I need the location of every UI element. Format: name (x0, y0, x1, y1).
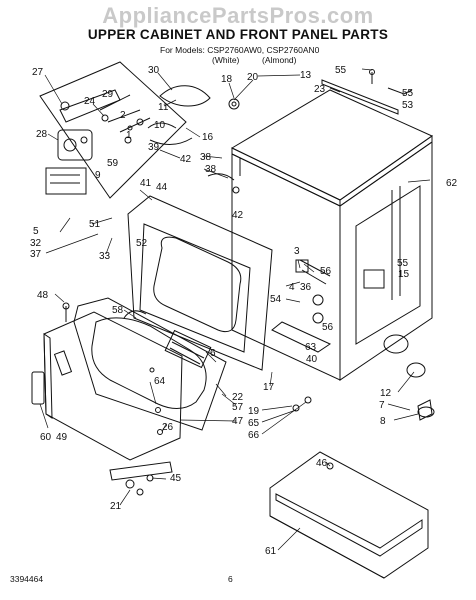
part-label-53: 53 (402, 100, 414, 111)
part-label-10: 10 (154, 120, 166, 131)
part-label-36: 36 (300, 282, 312, 293)
part-label-15: 15 (398, 269, 410, 280)
part-label-49: 49 (56, 432, 68, 443)
leader-lines (39, 68, 431, 551)
part-label-37: 37 (30, 249, 42, 260)
part-label-6: 6 (210, 348, 216, 359)
part-label-46: 46 (316, 458, 328, 469)
part-label-38: 38 (205, 164, 217, 175)
part-label-45: 45 (170, 473, 182, 484)
part-label-2: 2 (120, 110, 126, 121)
part-label-48: 48 (37, 290, 49, 301)
part-label-55: 55 (397, 258, 409, 269)
part-label-29: 29 (102, 89, 114, 100)
part-label-22: 22 (232, 392, 244, 403)
rear-strip (321, 69, 413, 115)
part-label-38: 38 (200, 152, 212, 163)
part-label-13: 13 (300, 70, 312, 81)
part-label-55: 55 (402, 88, 414, 99)
part-label-17: 17 (263, 382, 275, 393)
part-label-61: 61 (265, 546, 277, 557)
cabinet (207, 141, 433, 381)
part-label-41: 41 (140, 178, 152, 189)
part-label-64: 64 (154, 376, 166, 387)
part-label-66: 66 (248, 430, 260, 441)
part-label-59: 59 (107, 158, 119, 169)
part-label-24: 24 (84, 96, 96, 107)
part-label-32: 32 (30, 238, 42, 249)
part-label-16: 16 (202, 132, 214, 143)
part-labels: 27 30 18 20 13 55 55 53 23 11 24 29 28 2… (30, 65, 458, 557)
part-label-54: 54 (270, 294, 282, 305)
part-label-30: 30 (148, 65, 160, 76)
part-label-7: 7 (379, 400, 385, 411)
part-label-5: 5 (33, 226, 39, 237)
part-label-56: 56 (320, 266, 332, 277)
part-label-33: 33 (99, 251, 111, 262)
part-label-11: 11 (158, 102, 169, 113)
part-label-3: 3 (294, 246, 300, 257)
part-label-42: 42 (180, 154, 192, 165)
part-label-65: 65 (248, 418, 260, 429)
part-label-58: 58 (112, 305, 124, 316)
models-line: For Models: CSP2760AW0, CSP2760AN0 (160, 45, 320, 55)
control-panel-assembly (39, 61, 187, 199)
part-label-21: 21 (110, 501, 122, 512)
part-label-12: 12 (380, 388, 392, 399)
part-label-47: 47 (232, 416, 244, 427)
part-label-40: 40 (306, 354, 318, 365)
part-label-60: 60 (40, 432, 52, 443)
part-label-4: 4 (289, 282, 295, 293)
part-label-62: 62 (446, 178, 458, 189)
part-label-23: 23 (314, 84, 326, 95)
part-label-51: 51 (89, 219, 101, 230)
color-white-label: (White) (212, 55, 240, 65)
page-number: 6 (228, 574, 233, 584)
part-label-8: 8 (380, 416, 386, 427)
part-label-1: 1 (126, 130, 132, 141)
part-label-18: 18 (221, 74, 233, 85)
diagram-title: UPPER CABINET AND FRONT PANEL PARTS (87, 27, 389, 42)
part-label-20: 20 (247, 72, 259, 83)
watermark: AppliancePartsPros.com (102, 3, 374, 28)
color-almond-label: (Almond) (262, 55, 297, 65)
part-label-44: 44 (156, 182, 168, 193)
part-label-27: 27 (32, 67, 44, 78)
outer-door (31, 302, 183, 461)
part-label-56: 56 (322, 322, 334, 333)
part-label-9: 9 (95, 170, 101, 181)
toe-kick-panel (269, 451, 429, 579)
part-label-19: 19 (248, 406, 260, 417)
part-label-55: 55 (335, 65, 347, 76)
part-label-63: 63 (305, 342, 317, 353)
part-label-57: 57 (232, 402, 244, 413)
bottom-hardware (109, 396, 435, 496)
part-label-52: 52 (136, 238, 148, 249)
part-label-42: 42 (232, 210, 244, 221)
door-frame (73, 297, 227, 431)
part-label-28: 28 (36, 129, 48, 140)
top-hardware (136, 85, 240, 145)
document-number: 3394464 (10, 574, 44, 584)
part-label-39: 39 (148, 142, 160, 153)
part-label-26: 26 (162, 422, 174, 433)
front-panel (127, 195, 273, 371)
